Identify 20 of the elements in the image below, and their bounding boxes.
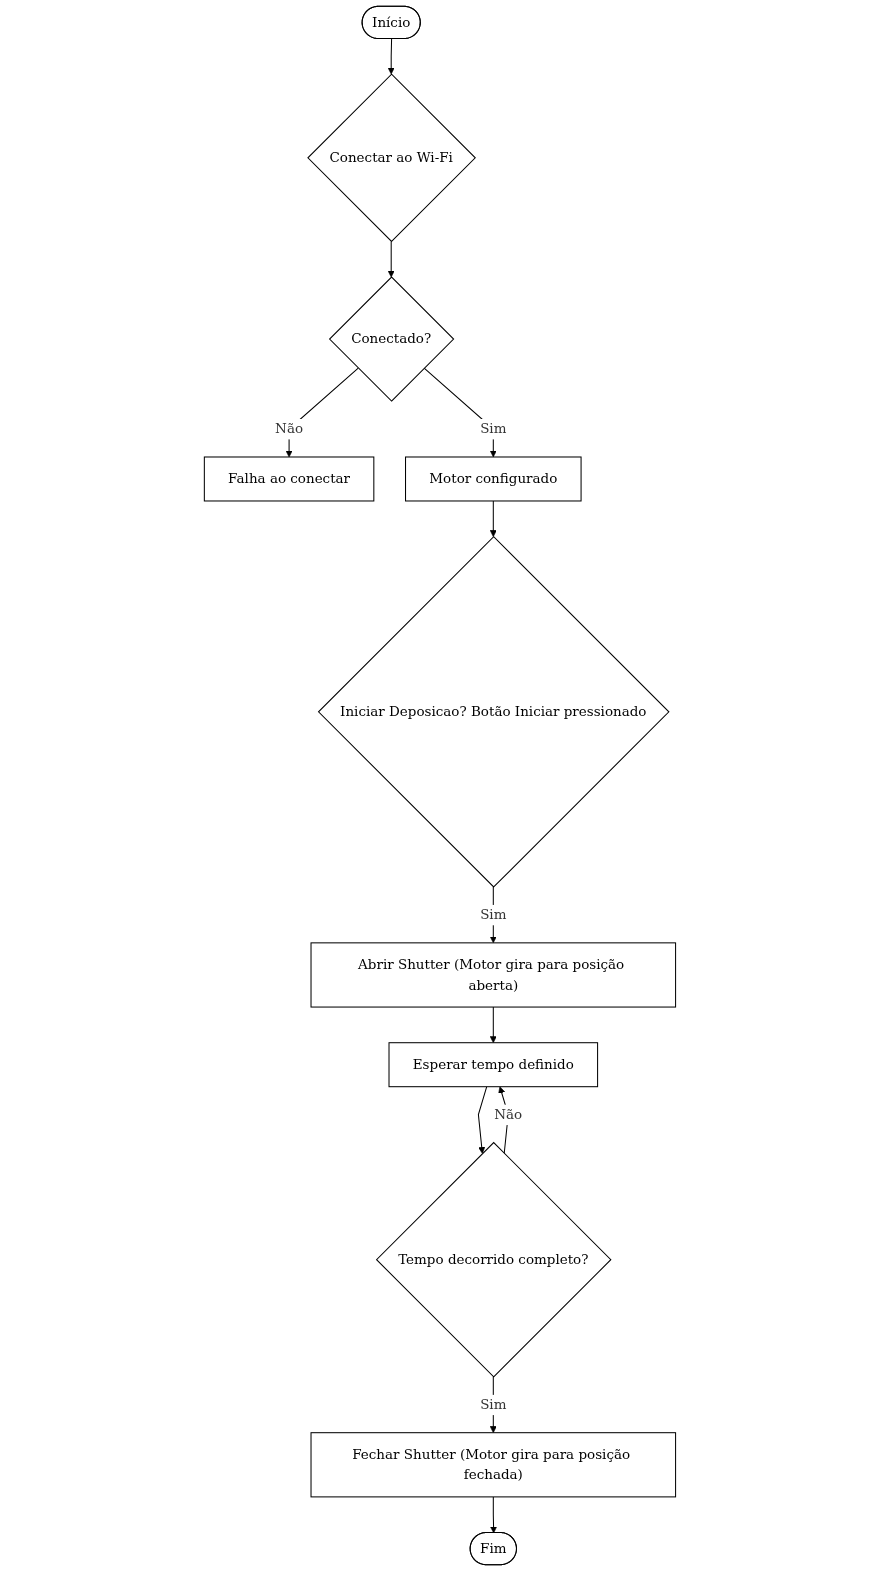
node-box: Motor configurado	[404, 456, 582, 502]
arrow	[387, 38, 395, 75]
node-diamond: Iniciar Deposicao? Botão Iniciar pressionado	[317, 535, 670, 888]
arrow	[489, 1006, 497, 1044]
edge-label: Sim	[479, 1396, 506, 1413]
edge-label: Sim	[479, 906, 506, 923]
node-box: Abrir Shutter (Motor gira para posição aberta)	[310, 942, 676, 1008]
arrow	[477, 1086, 487, 1154]
node-box: Falha ao conectar	[203, 456, 374, 502]
arrow	[489, 1496, 497, 1534]
node-box: Esperar tempo definido	[388, 1042, 598, 1088]
edge-label: Sim	[479, 420, 506, 437]
edge-label: Não	[493, 1106, 522, 1122]
node-diamond: Tempo decorrido completo?	[375, 1141, 612, 1378]
arrow	[489, 500, 497, 537]
node-diamond: Conectado?	[328, 276, 454, 402]
node-diamond: Conectar ao Wi-Fi	[306, 73, 476, 243]
node-box: Fechar Shutter (Motor gira para posição fechada)	[310, 1432, 676, 1498]
edge-label: Não	[274, 420, 303, 437]
arrow	[387, 240, 395, 278]
